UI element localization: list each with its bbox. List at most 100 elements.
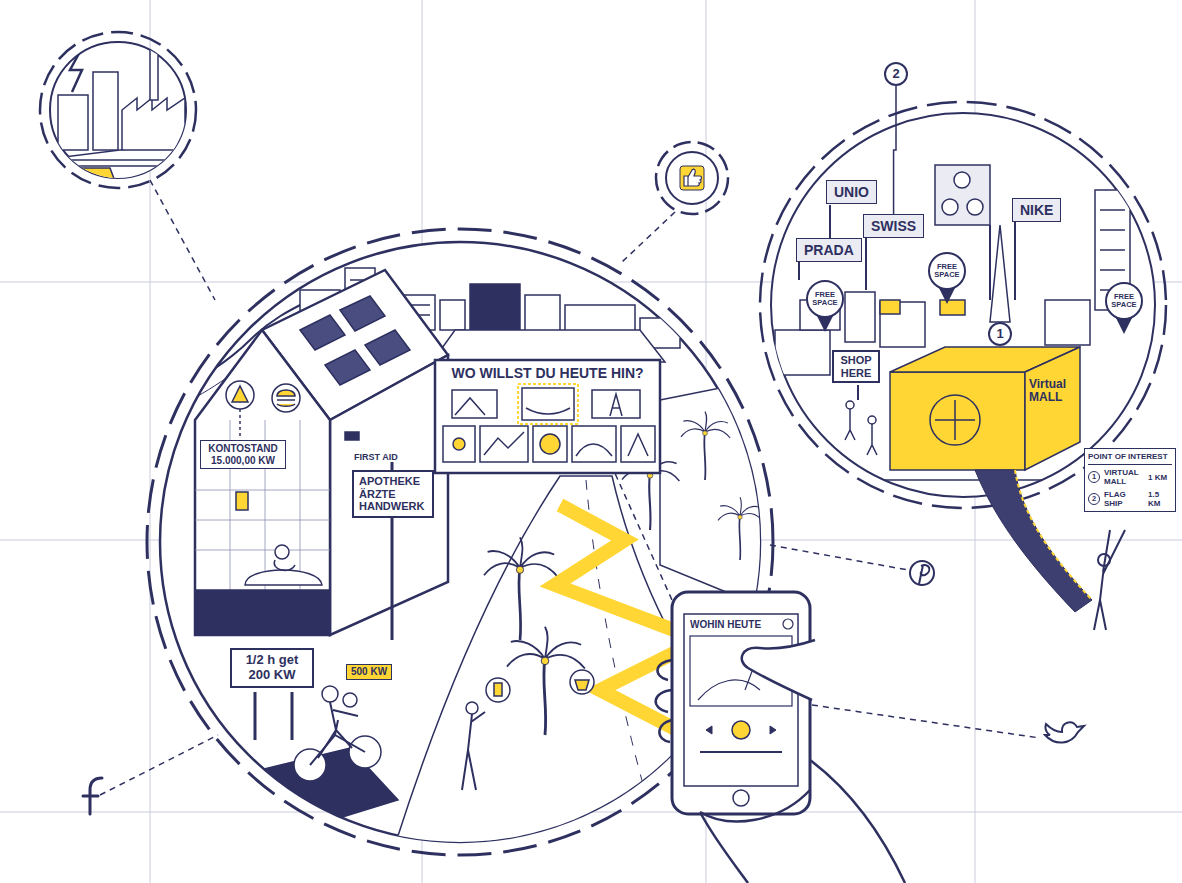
- billboard: [628, 434, 648, 456]
- city-vignette: [845, 292, 875, 342]
- billboard: [576, 444, 612, 456]
- twitter-icon: [1045, 722, 1084, 742]
- mall-path: [975, 470, 1092, 612]
- icon-flag: [954, 172, 970, 188]
- mall-path: [1015, 470, 1092, 600]
- poi-table-text: POINT OF INTEREST: [1088, 452, 1172, 461]
- factory-vignette: [153, 8, 170, 46]
- brand-flag: NIKE: [1012, 198, 1061, 222]
- city-vignette: [846, 401, 854, 409]
- sign-label: FIRST AID: [352, 452, 400, 462]
- brand-flag-text: PRADA: [804, 242, 854, 258]
- like-icon: [656, 142, 728, 214]
- callout-number: 2: [1088, 493, 1100, 505]
- sign-post: [857, 385, 859, 400]
- balance-display: KONTOSTAND 15.000,00 KW: [200, 440, 286, 469]
- smartphone: [700, 790, 810, 821]
- house: [195, 590, 330, 635]
- pinterest-icon: [910, 561, 934, 585]
- free-space-pin: FREE SPACE: [1105, 282, 1143, 320]
- city-vignette: [1100, 209, 1125, 211]
- city-vignette: [940, 300, 965, 315]
- icon-flag: [935, 165, 990, 225]
- person: [570, 670, 594, 694]
- city-skyline: [188, 350, 204, 362]
- house: [195, 490, 330, 491]
- twitter-icon: [1045, 722, 1084, 742]
- person: [494, 683, 502, 696]
- flag-pole: [1014, 222, 1016, 300]
- smartphone: [733, 790, 749, 806]
- mall-path: [975, 470, 1092, 612]
- city-skyline: [440, 300, 465, 330]
- billboard: [522, 388, 574, 420]
- person: [1094, 530, 1125, 630]
- city-vignette: [868, 416, 876, 424]
- person: [1094, 530, 1125, 630]
- facebook-icon: [83, 778, 102, 814]
- mall-label-text: Virtual MALL: [1029, 378, 1077, 404]
- billboard: [435, 360, 660, 473]
- table-cell: 1 KM: [1148, 473, 1172, 482]
- billboard: [610, 394, 622, 416]
- house: [345, 432, 359, 440]
- energy-bike: [260, 686, 398, 830]
- icon-flag: [935, 165, 990, 225]
- energy-sign-text: 1/2 h get 200 KW: [238, 653, 306, 683]
- palm-tree: [681, 412, 730, 480]
- billboard: [480, 426, 528, 462]
- brand-flag: PRADA: [796, 238, 862, 262]
- billboard: [455, 398, 485, 415]
- smartphone: [700, 751, 782, 753]
- leader-line: [894, 86, 896, 214]
- dashed-link: [150, 180, 215, 300]
- mural-wall: [660, 378, 770, 610]
- palm-tree: [718, 497, 763, 560]
- facebook-icon: [83, 795, 98, 798]
- billboard: [533, 426, 567, 462]
- like-icon: [666, 152, 718, 204]
- app-title: WOHIN HEUTE: [688, 618, 763, 632]
- person: [466, 702, 478, 714]
- house: [277, 390, 295, 406]
- sign-post: [291, 692, 294, 740]
- shop-sign: SHOP HERE: [832, 350, 880, 383]
- poi-table: POINT OF INTEREST1VIRTUAL MALL1 KM2FLAG …: [1084, 448, 1176, 512]
- table-cell: VIRTUAL MALL: [1104, 468, 1145, 486]
- billboard: [435, 360, 660, 473]
- factory-vignette: [103, 183, 109, 189]
- pinterest-icon: [919, 565, 929, 584]
- flag-pole: [989, 225, 991, 300]
- city-vignette: [770, 190, 1160, 480]
- person: [462, 670, 594, 790]
- sign-post: [254, 692, 257, 740]
- flag-pole: [829, 205, 831, 238]
- callout-number: 1: [988, 322, 1012, 346]
- table-grid: 1VIRTUAL MALL1 KM2FLAG SHIP1.5 KM: [1088, 464, 1172, 508]
- smartphone: [732, 721, 750, 739]
- icon-flag: [942, 199, 958, 215]
- factory-vignette: [40, 8, 200, 200]
- service-sign-text: APOTHEKE: [359, 475, 427, 488]
- mall-label: Virtual MALL: [1029, 378, 1077, 404]
- city-vignette: [935, 400, 975, 440]
- free-space-pin-text: FREE SPACE: [808, 291, 842, 307]
- energy-bike: [343, 693, 357, 707]
- city-skyline: [470, 284, 520, 330]
- city-vignette: [1100, 249, 1125, 251]
- billboard: [453, 438, 465, 450]
- callout-number-text: 2: [886, 64, 906, 84]
- factory-vignette: [69, 183, 75, 189]
- city-skyline: [205, 330, 223, 344]
- like-icon: [684, 169, 702, 186]
- energy-bike: [322, 686, 338, 702]
- house: [195, 420, 330, 590]
- city-skyline: [228, 318, 246, 332]
- free-space-pin-text: FREE SPACE: [930, 263, 964, 279]
- billboard: [484, 432, 524, 455]
- house: [245, 570, 322, 585]
- smartphone: [672, 592, 810, 814]
